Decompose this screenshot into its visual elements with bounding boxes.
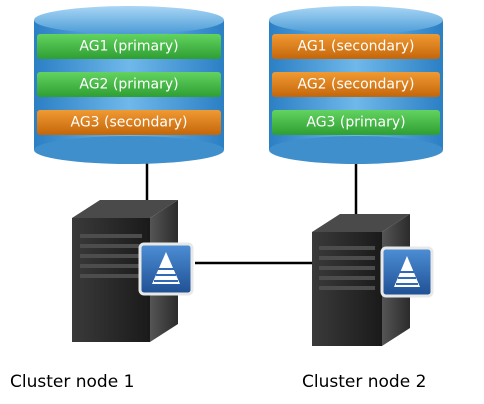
cluster-node-1-label: Cluster node 1: [10, 372, 135, 392]
ag-bar-node-2-1: AG1 (secondary): [272, 34, 440, 59]
ag-label-node-2-2: AG2 (secondary): [297, 77, 414, 93]
cluster-node-2-label: Cluster node 2: [302, 372, 427, 392]
ag-bar-node-1-1: AG1 (primary): [37, 34, 221, 59]
database-cylinder-node-1: AG1 (primary) AG2 (primary) AG3 (seconda…: [34, 6, 224, 164]
ag-bar-node-1-2: AG2 (primary): [37, 72, 221, 97]
ag-label-node-1-1: AG1 (primary): [79, 39, 178, 55]
ag-bar-node-2-3: AG3 (primary): [272, 110, 440, 135]
ag-label-node-2-3: AG3 (primary): [306, 115, 405, 131]
cluster-badge-icon-node-1: [138, 242, 194, 296]
ag-label-node-2-1: AG1 (secondary): [297, 39, 414, 55]
database-cylinder-node-2: AG1 (secondary) AG2 (secondary) AG3 (pri…: [269, 6, 443, 164]
ag-bar-node-1-3: AG3 (secondary): [37, 110, 221, 135]
ag-bar-node-2-2: AG2 (secondary): [272, 72, 440, 97]
ag-label-node-1-3: AG3 (secondary): [70, 115, 187, 131]
cluster-badge-icon-node-2: [380, 246, 434, 298]
ag-label-node-1-2: AG2 (primary): [79, 77, 178, 93]
server-node-1: [72, 200, 178, 342]
